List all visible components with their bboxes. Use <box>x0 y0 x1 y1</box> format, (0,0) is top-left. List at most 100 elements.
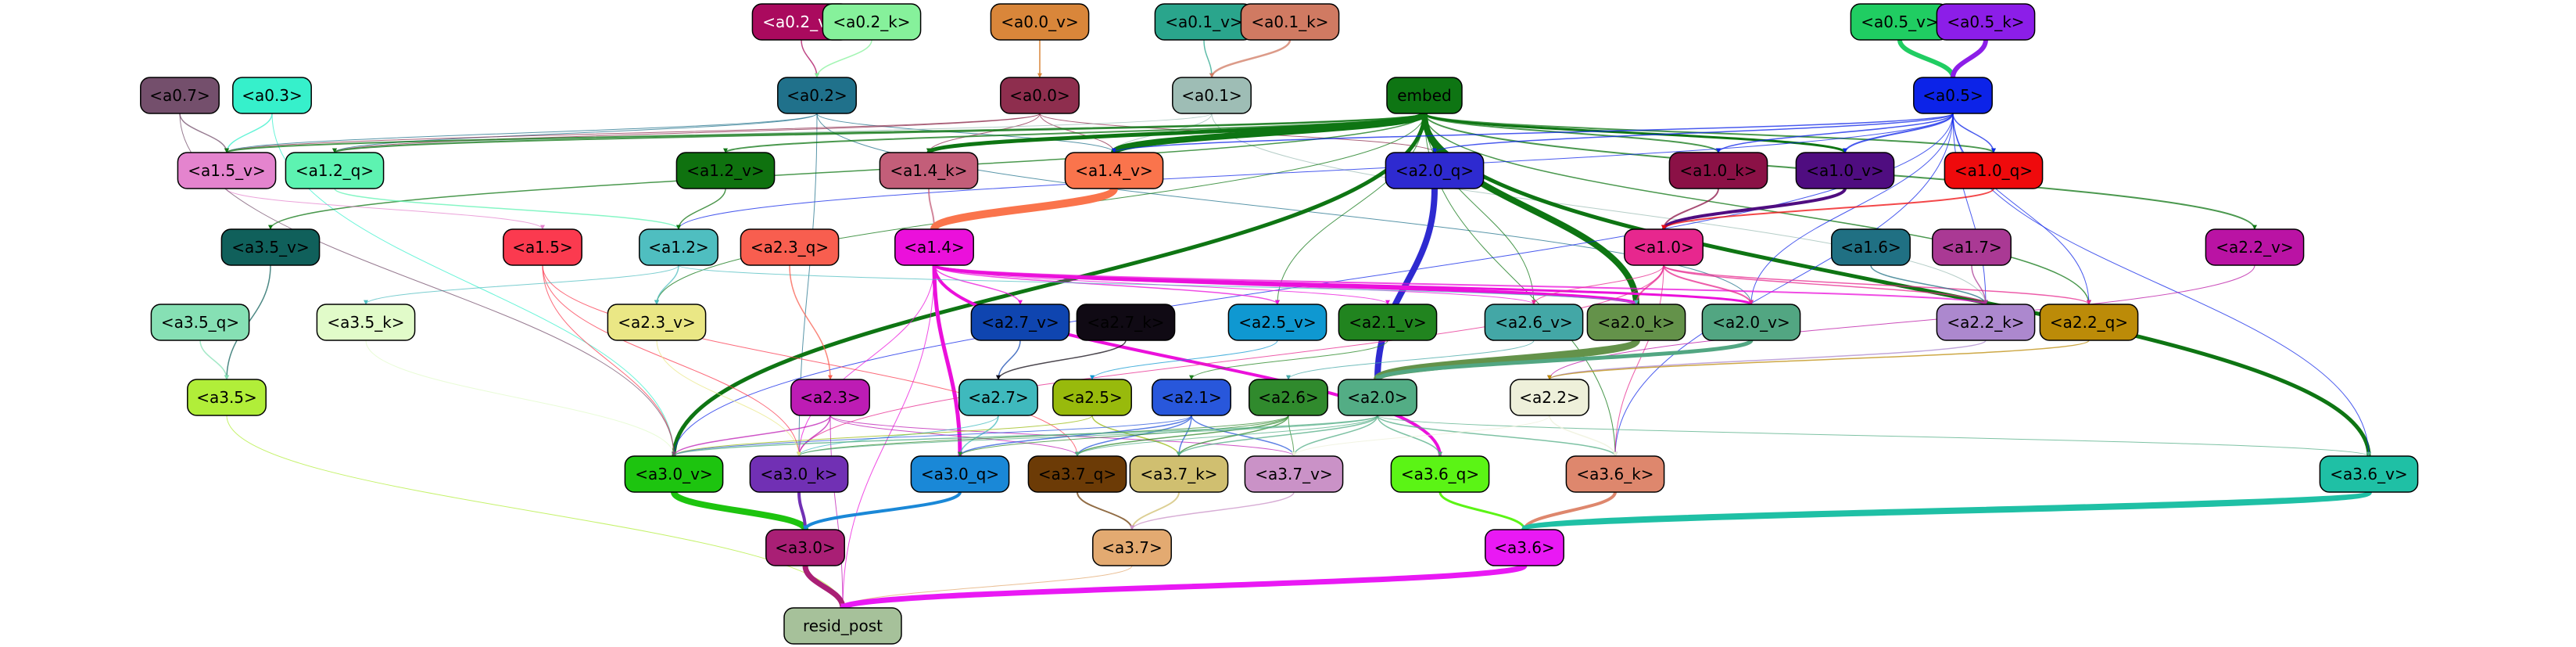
node-label: <a3.7_q> <box>1038 465 1116 483</box>
node-label: <a2.5> <box>1062 388 1123 407</box>
node-a3-6-v[interactable]: <a3.6_v> <box>2319 455 2419 493</box>
node-a0-1-v[interactable]: <a0.1_v> <box>1154 3 1254 41</box>
node-a1-0-q[interactable]: <a1.0_q> <box>1944 152 2044 189</box>
node-a2-3[interactable]: <a2.3> <box>790 379 870 416</box>
node-a2-3-q[interactable]: <a2.3_q> <box>740 228 840 266</box>
edge-a2_0-to-a3_7_v <box>1292 415 1378 457</box>
edge-embed-to-a2_5_v <box>1275 113 1425 305</box>
node-a1-0-v[interactable]: <a1.0_v> <box>1795 152 1895 189</box>
edge-a2_3-to-a3_0_v <box>672 415 831 457</box>
node-label: <a0.5_k> <box>1947 13 2024 31</box>
node-box <box>1129 455 1229 493</box>
node-a2-7-k[interactable]: <a2.7_k> <box>1076 304 1176 341</box>
node-box <box>910 455 1010 493</box>
node-label: <a1.0_k> <box>1679 161 1757 180</box>
node-a1-2-v[interactable]: <a1.2_v> <box>675 152 776 189</box>
node-a0-5-k[interactable]: <a0.5_k> <box>1936 3 2036 41</box>
node-a1-4-v[interactable]: <a1.4_v> <box>1064 152 1164 189</box>
node-a2-1[interactable]: <a2.1> <box>1152 379 1231 416</box>
node-box <box>285 152 385 189</box>
node-box <box>624 455 724 493</box>
node-a3-5-v[interactable]: <a3.5_v> <box>220 228 321 266</box>
node-box <box>1795 152 1895 189</box>
edge-a2_5_v-to-a2_5 <box>1090 340 1278 380</box>
node-resid-post[interactable]: resid_post <box>783 607 902 645</box>
edge-a2_1-to-a3_7_q <box>1075 415 1192 457</box>
node-a0-5[interactable]: <a0.5> <box>1913 77 1993 114</box>
node-a0-0[interactable]: <a0.0> <box>1000 77 1080 114</box>
node-a3-7-k[interactable]: <a3.7_k> <box>1129 455 1229 493</box>
node-label: <a3.7_k> <box>1140 465 1217 483</box>
node-a1-0-k[interactable]: <a1.0_k> <box>1668 152 1768 189</box>
node-a3-0-q[interactable]: <a3.0_q> <box>910 455 1010 493</box>
node-a2-6-v[interactable]: <a2.6_v> <box>1484 304 1584 341</box>
node-a1-0[interactable]: <a1.0> <box>1624 228 1704 266</box>
node-a3-5-q[interactable]: <a3.5_q> <box>150 304 250 341</box>
node-a3-7-v[interactable]: <a3.7_v> <box>1244 455 1344 493</box>
node-a2-5[interactable]: <a2.5> <box>1052 379 1132 416</box>
node-a2-0-q[interactable]: <a2.0_q> <box>1385 152 1485 189</box>
node-a2-0-v[interactable]: <a2.0_v> <box>1701 304 1801 341</box>
node-a1-6[interactable]: <a1.6> <box>1831 228 1911 266</box>
node-a3-0-v[interactable]: <a3.0_v> <box>624 455 724 493</box>
edge-embed-to-a1_0_k <box>1424 113 1721 153</box>
edge-a2_2_q-to-a2_2 <box>1547 340 2090 380</box>
node-a3-6-q[interactable]: <a3.6_q> <box>1390 455 1490 493</box>
edge-embed-to-a2_0_k <box>1421 113 1639 305</box>
node-a2-2-v[interactable]: <a2.2_v> <box>2205 228 2305 266</box>
node-a0-0-v[interactable]: <a0.0_v> <box>990 3 1090 41</box>
edge-a3_7_v-to-a3_7 <box>1130 491 1295 530</box>
node-a0-2[interactable]: <a0.2> <box>777 77 857 114</box>
node-a2-3-v[interactable]: <a2.3_v> <box>607 304 707 341</box>
node-a1-5[interactable]: <a1.5> <box>503 228 582 266</box>
node-label: <a2.7> <box>968 388 1029 407</box>
node-a2-1-v[interactable]: <a2.1_v> <box>1338 304 1438 341</box>
node-a3-0-k[interactable]: <a3.0_k> <box>749 455 849 493</box>
node-a3-7-q[interactable]: <a3.7_q> <box>1027 455 1127 493</box>
node-a1-4[interactable]: <a1.4> <box>894 228 974 266</box>
node-a2-2[interactable]: <a2.2> <box>1510 379 1589 416</box>
node-a1-2-q[interactable]: <a1.2_q> <box>285 152 385 189</box>
node-a2-0[interactable]: <a2.0> <box>1338 379 1417 416</box>
node-a2-7-v[interactable]: <a2.7_v> <box>970 304 1070 341</box>
node-a2-0-k[interactable]: <a2.0_k> <box>1586 304 1686 341</box>
node-box <box>1668 152 1768 189</box>
node-box <box>1092 529 1172 566</box>
node-a0-3[interactable]: <a0.3> <box>232 77 312 114</box>
node-box <box>740 228 840 266</box>
node-a1-4-k[interactable]: <a1.4_k> <box>879 152 979 189</box>
node-a1-2[interactable]: <a1.2> <box>639 228 718 266</box>
node-label: <a2.1> <box>1161 388 1222 407</box>
node-a3-0[interactable]: <a3.0> <box>765 529 845 566</box>
node-a2-5-v[interactable]: <a2.5_v> <box>1227 304 1327 341</box>
node-a1-7[interactable]: <a1.7> <box>1932 228 2012 266</box>
node-label: <a2.3_q> <box>751 238 829 257</box>
edge-a1_4-to-a3_0_k <box>797 264 935 457</box>
node-a0-1[interactable]: <a0.1> <box>1172 77 1252 114</box>
node-a3-6[interactable]: <a3.6> <box>1485 529 1564 566</box>
node-a1-5-v[interactable]: <a1.5_v> <box>177 152 277 189</box>
node-a0-5-v[interactable]: <a0.5_v> <box>1850 3 1950 41</box>
node-a3-5[interactable]: <a3.5> <box>187 379 267 416</box>
node-a2-6[interactable]: <a2.6> <box>1249 379 1328 416</box>
node-a0-1-k[interactable]: <a0.1_k> <box>1240 3 1340 41</box>
node-embed[interactable]: embed <box>1386 77 1463 114</box>
node-a3-7[interactable]: <a3.7> <box>1092 529 1172 566</box>
node-a2-7[interactable]: <a2.7> <box>958 379 1038 416</box>
node-a3-6-k[interactable]: <a3.6_k> <box>1565 455 1665 493</box>
edge-a0_5-to-a1_4_v <box>1112 113 1954 153</box>
edge-a1_2-to-a2_0_k <box>678 264 1639 305</box>
node-label: <a3.6_q> <box>1401 465 1479 483</box>
edge-embed-to-a1_0_v <box>1423 112 1847 154</box>
node-a3-5-k[interactable]: <a3.5_k> <box>316 304 416 341</box>
node-box <box>1624 228 1704 266</box>
node-box <box>894 228 974 266</box>
node-a2-2-q[interactable]: <a2.2_q> <box>2039 304 2139 341</box>
edge-a3_7_k-to-a3_7 <box>1130 491 1180 530</box>
node-a0-7[interactable]: <a0.7> <box>140 77 220 114</box>
node-box <box>1831 228 1911 266</box>
node-box <box>777 77 857 114</box>
node-a0-2-k[interactable]: <a0.2_k> <box>822 3 922 41</box>
nodes-layer: <a0.2_v><a0.2_k><a0.0_v><a0.1_v><a0.1_k>… <box>140 3 2419 645</box>
node-a2-2-k[interactable]: <a2.2_k> <box>1936 304 2036 341</box>
